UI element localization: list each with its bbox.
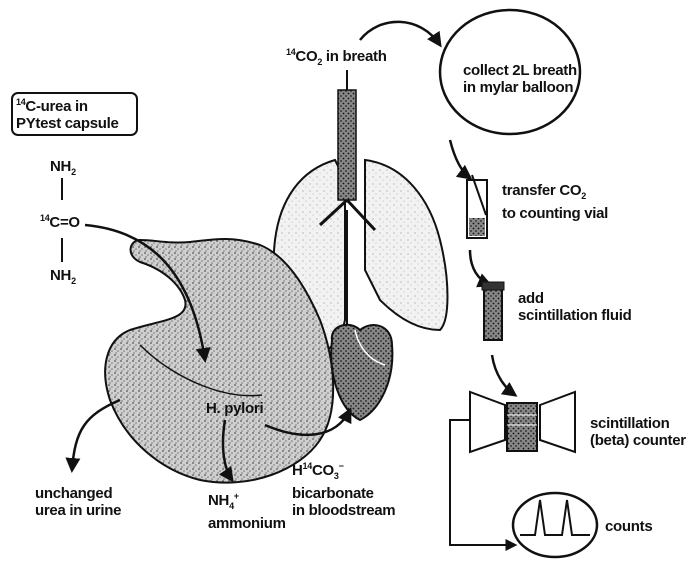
trachea [338, 90, 356, 200]
scintillation-vial [482, 282, 504, 340]
arrow-balloon-to-vial [450, 140, 470, 178]
right-lung [365, 160, 448, 330]
add-fluid-label: add scintillation fluid [518, 290, 631, 324]
hpylori-label: H. pylori [206, 400, 263, 417]
counter-label: scintillation (beta) counter [590, 415, 686, 449]
counting-vial [467, 175, 487, 238]
transfer-label: transfer CO2 to counting vial [502, 182, 608, 222]
counts-display [513, 493, 597, 557]
ammonium-label: NH4+ ammonium [208, 488, 286, 532]
bicarbonate-label: H14CO3− bicarbonate in bloodstream [292, 458, 395, 519]
collect-label: collect 2L breath in mylar balloon [463, 62, 577, 96]
heart-shape [331, 325, 392, 420]
carbonyl-carbon: 14C=O [40, 210, 80, 231]
capsule-label: 14C-urea in PYtest capsule [16, 94, 119, 132]
urine-label: unchanged urea in urine [35, 485, 121, 519]
arrow-vial-to-fluid [470, 250, 490, 285]
counter-body [507, 403, 537, 451]
arrow-fluid-to-counter [492, 355, 515, 395]
breath-label: 14CO2 in breath [286, 44, 387, 71]
arrow-breath-to-balloon [360, 22, 440, 45]
nh2-top: NH2 [50, 158, 76, 181]
nh2-bottom: NH2 [50, 267, 76, 290]
arrow-to-urine [72, 400, 120, 470]
counts-label: counts [605, 518, 652, 535]
counter-right-horn [540, 392, 575, 452]
heart-illustration [331, 325, 392, 420]
counter-left-horn [470, 392, 505, 452]
